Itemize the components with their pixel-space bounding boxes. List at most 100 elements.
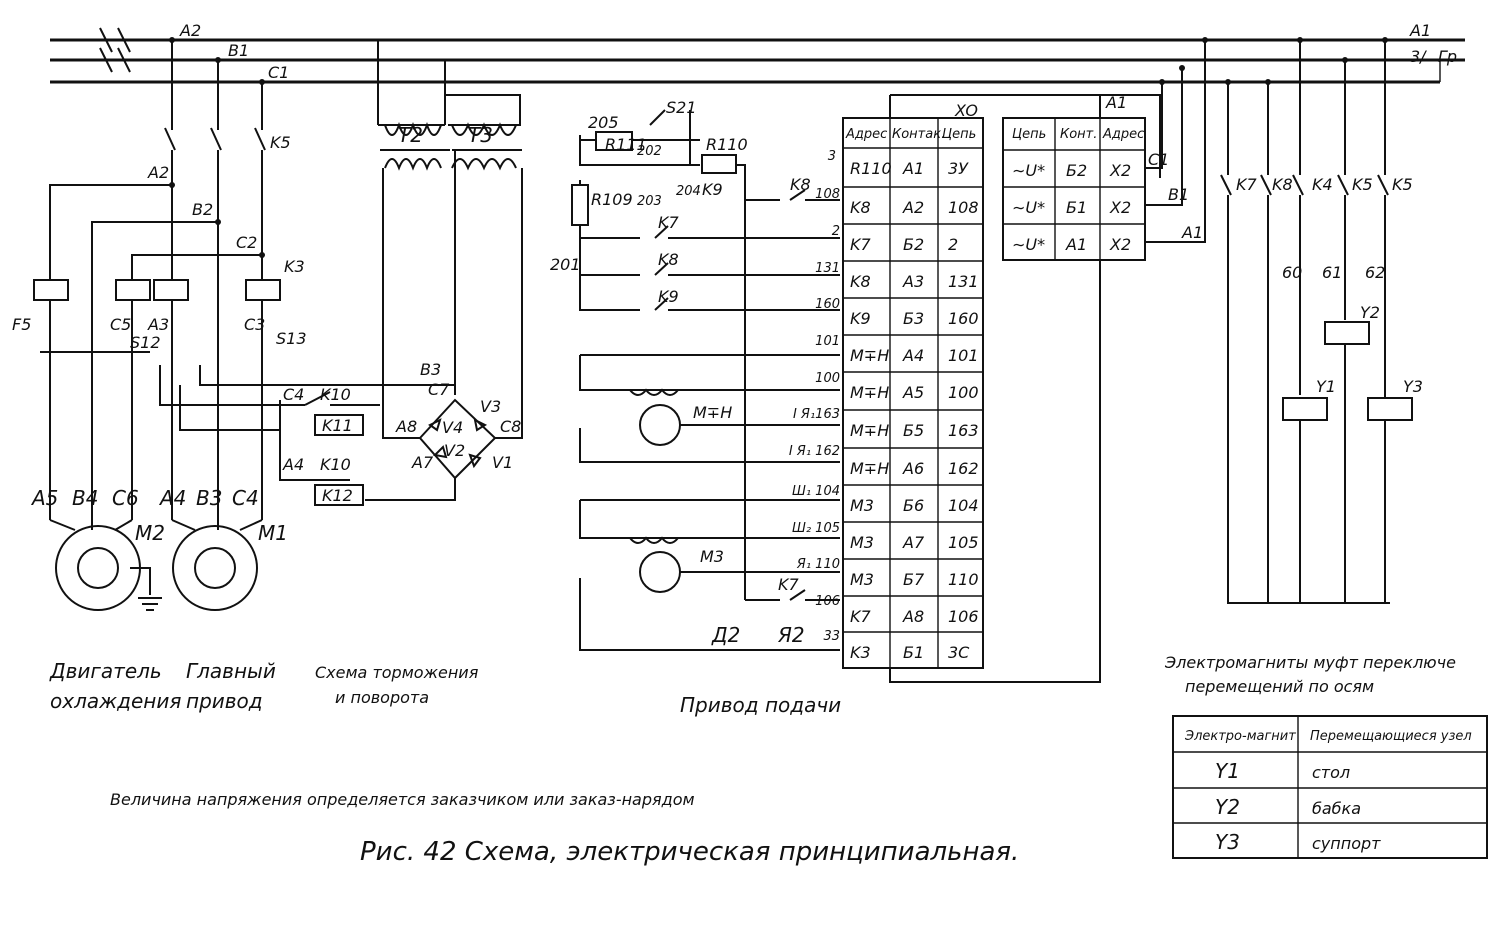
connector-cell-address: M3	[850, 496, 874, 515]
coil-y2	[1324, 321, 1370, 345]
wire-number: 3	[828, 149, 836, 164]
connector-cell-address: K3	[850, 643, 871, 662]
connector-cell-circuit: 160	[948, 309, 979, 328]
contact-k11	[314, 414, 364, 436]
power-section: K5 A2 B2 C2 K3 F5 C5 A3 S12 C3 S13 B3 C4…	[12, 37, 523, 611]
label-c7: C7	[428, 380, 450, 399]
resistor-r110	[701, 154, 737, 174]
label-s21: S21	[666, 98, 697, 117]
label-201: 201	[550, 255, 581, 274]
connector-cell-contact: Б2	[903, 235, 924, 254]
label-c4: C4	[283, 385, 304, 404]
caption-main-drive-1: Главный	[186, 659, 276, 683]
connector-header-contact: Контак.	[892, 127, 945, 142]
contact-k12	[314, 484, 364, 506]
connector-header-circuit: Цепь	[942, 127, 976, 142]
bus-label-b: 3/	[1410, 47, 1427, 66]
connector-cell-address: M∓H	[850, 421, 889, 440]
label-61: 61	[1322, 263, 1342, 282]
label-f5: F5	[12, 315, 31, 334]
magnets-title-2: перемещений по осям	[1185, 677, 1374, 696]
label-k8-top: K8	[790, 175, 811, 194]
coil-y3	[1367, 397, 1413, 421]
connector-cell-address: R110	[850, 159, 892, 178]
magnets-title-1: Электромагниты муфт переключе	[1164, 653, 1456, 672]
label-r109: R109	[591, 190, 633, 209]
connector-cell-contact: A4	[902, 346, 924, 365]
connector-cell-address: K7	[850, 235, 871, 254]
voltage-note: Величина напряжения определяется заказчи…	[110, 790, 695, 809]
connector-cell-contact: Б6	[903, 496, 924, 515]
caption-feed-drive: Привод подачи	[680, 693, 841, 717]
magnets-cell-magnet: Y1	[1215, 759, 1240, 783]
magnets-cell-magnet: Y3	[1215, 830, 1240, 854]
label-t2: T2	[398, 123, 423, 147]
label-202: 202	[637, 144, 662, 159]
label-k12: K12	[322, 486, 353, 505]
magnets-header-magnet: Электро-магнит	[1184, 729, 1296, 744]
connector-cell-address: M∓H	[850, 383, 889, 402]
label-s12: S12	[130, 333, 161, 352]
label-a3: A3	[147, 315, 169, 334]
clutch-circuits: K7 K8 K4 K5 K5 60 61 62 Y2 Y1 Y3	[1220, 37, 1423, 604]
connector-cell-circuit: 163	[948, 421, 979, 440]
wire-number: 108	[815, 187, 840, 202]
wire-number: 100	[815, 371, 840, 386]
label-r110: R110	[706, 135, 748, 154]
label-d2: Д2	[711, 623, 740, 647]
wire-number: Ш₁ 104	[792, 484, 840, 499]
label-k8: K8	[658, 250, 679, 269]
wire-number-column: 3 108 2 131 160 101 100 I Я₁163 I Я₁ 162…	[789, 149, 840, 644]
label-62: 62	[1365, 263, 1385, 282]
connector-cell-circuit: 106	[948, 607, 979, 626]
voltage-label-c1: C1	[1148, 150, 1169, 169]
motor-m1	[172, 525, 258, 611]
magnets-cell-unit: бабка	[1312, 799, 1361, 818]
wire-number: Ш₂ 105	[792, 521, 840, 536]
voltage-header-contact: Конт.	[1060, 127, 1097, 142]
connector-cell-circuit: 131	[948, 272, 979, 291]
connector-cell-circuit: 100	[948, 383, 979, 402]
magnets-cell-unit: стол	[1312, 763, 1350, 782]
connector-cell-contact: A3	[902, 272, 924, 291]
label-c2: C2	[236, 233, 257, 252]
label-k10a: K10	[320, 385, 351, 404]
voltage-header-circuit: Цепь	[1012, 127, 1046, 142]
wire-number: 160	[815, 297, 840, 312]
label-k5b-right: K5	[1392, 175, 1413, 194]
label-a2-left: A2	[147, 163, 169, 182]
voltage-cell-contact: A1	[1065, 235, 1087, 254]
label-k9-top: K9	[702, 180, 723, 199]
figure-title: Рис. 42 Схема, электрическая принципиаль…	[360, 837, 1019, 867]
bus-label-gr: Гр	[1438, 47, 1457, 66]
motor-m3	[639, 551, 681, 593]
label-203: 203	[637, 194, 662, 209]
resistor-r111	[595, 131, 633, 151]
label-204: 204	[676, 184, 701, 199]
relay-c5	[115, 279, 151, 301]
label-y3: Y3	[1403, 377, 1423, 396]
label-a4b: A4	[282, 455, 304, 474]
connector-group-label: XO	[954, 101, 978, 120]
label-b2: B2	[192, 200, 213, 219]
magnets-table: Электромагниты муфт переключе перемещени…	[1164, 653, 1488, 859]
relay-a3	[153, 279, 189, 301]
wire-number: 106	[815, 594, 840, 609]
label-c3: C3	[244, 315, 265, 334]
connector-cell-address: K8	[850, 272, 871, 291]
label-k8-right: K8	[1272, 175, 1293, 194]
caption-braking-1: Схема торможения	[315, 663, 479, 682]
wire-number: I Я₁ 162	[789, 444, 840, 459]
label-v4: V4	[442, 418, 463, 437]
label-a5: A5	[30, 486, 58, 510]
bus-label-a2: A2	[179, 21, 201, 40]
connector-cell-contact: Б1	[903, 643, 924, 662]
label-b3-motor: B3	[196, 486, 222, 510]
label-m1: M1	[258, 521, 288, 545]
label-y1: Y1	[1316, 377, 1336, 396]
label-k3: K3	[284, 257, 305, 276]
label-v3: V3	[480, 397, 501, 416]
label-m3: M3	[700, 547, 724, 566]
